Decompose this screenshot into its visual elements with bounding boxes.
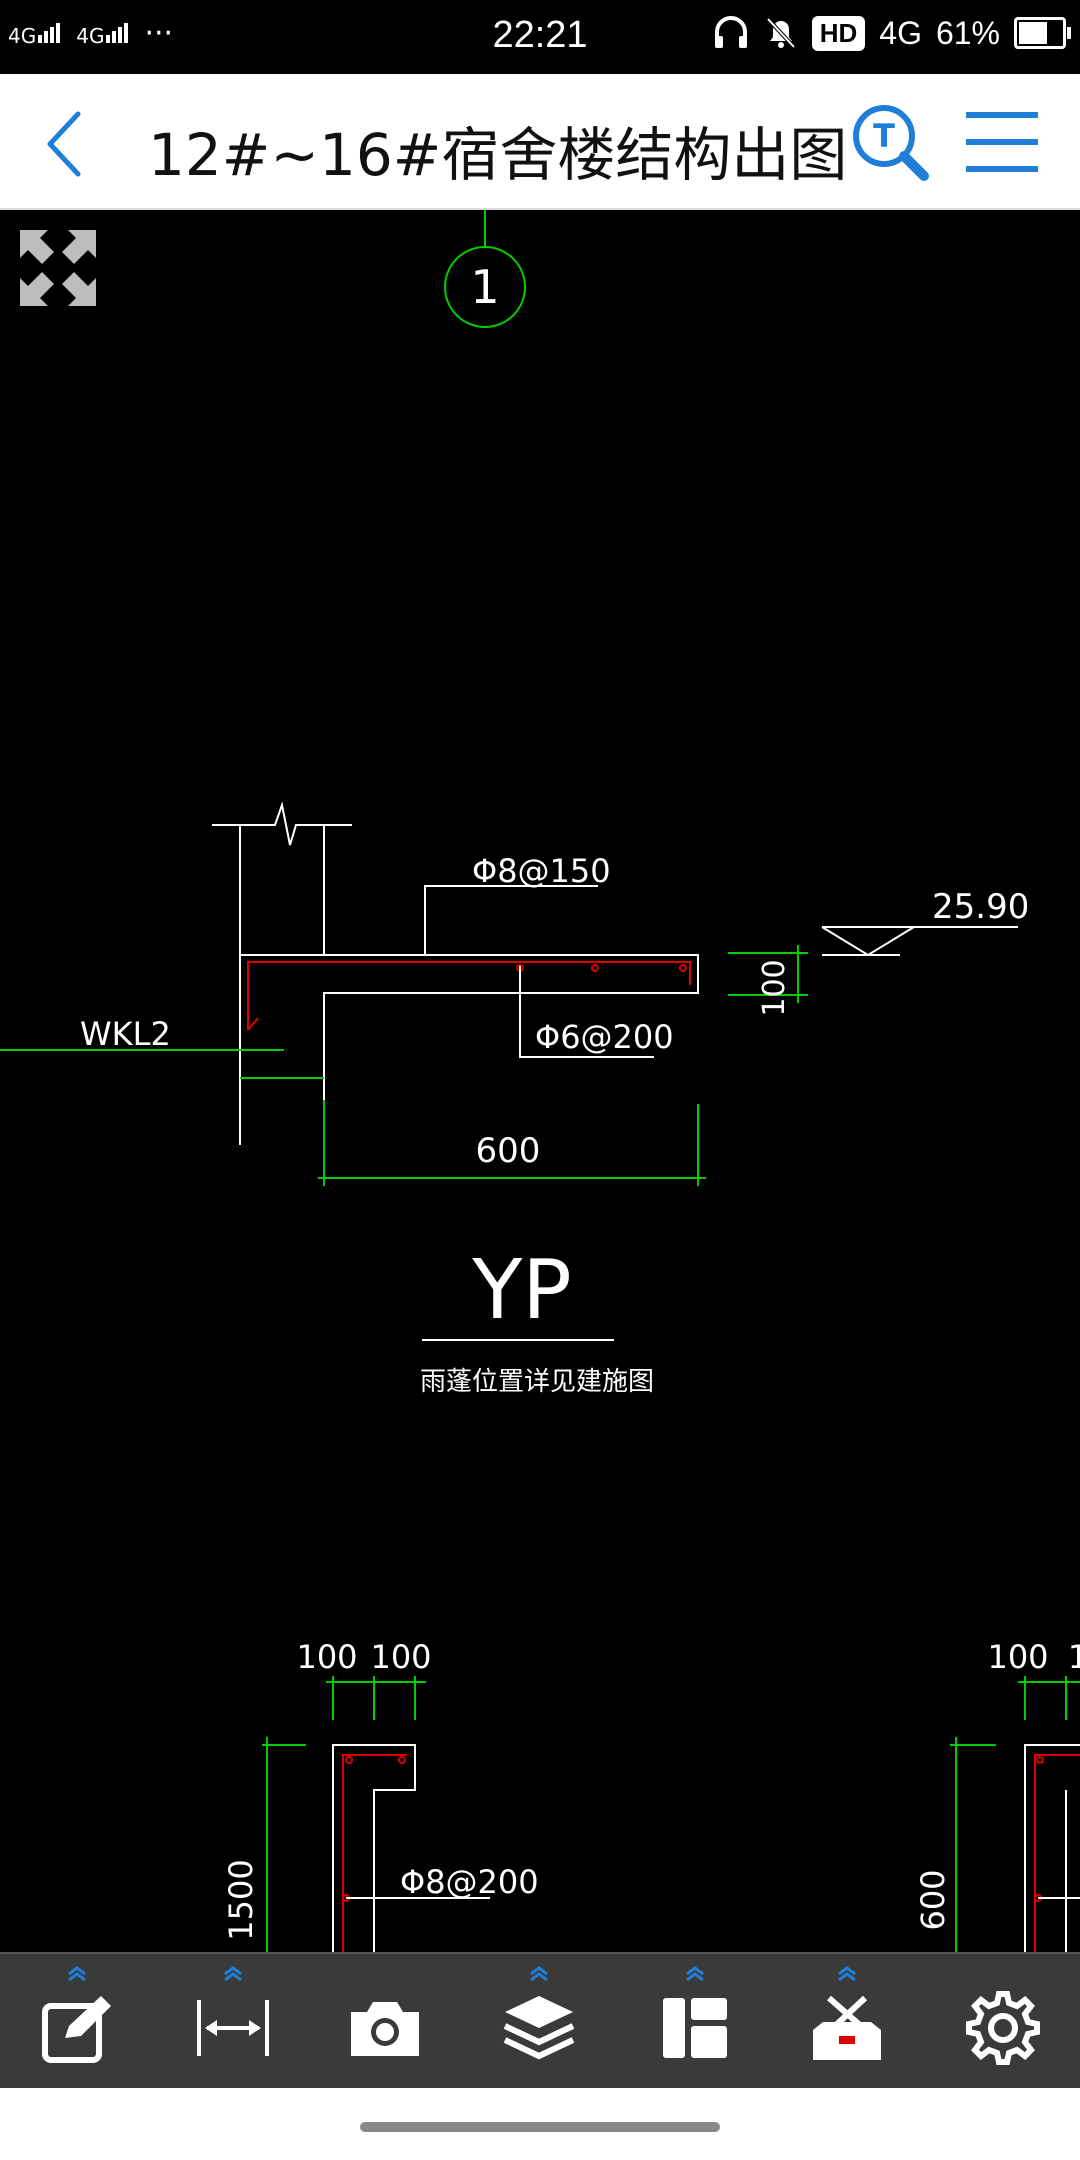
menu-icon[interactable]: [960, 104, 1044, 180]
svg-text:T: T: [873, 117, 895, 155]
edit-tool[interactable]: [22, 1964, 132, 2084]
measure-tool[interactable]: [178, 1964, 288, 2084]
text-search-icon[interactable]: T: [848, 100, 932, 184]
signal-1: 4G: [8, 19, 66, 48]
dim-label: 100: [296, 1638, 357, 1676]
settings-icon[interactable]: [965, 1990, 1041, 2066]
cad-drawing[interactable]: 1 Φ8@150 Φ6@200 25.90 100 WKL2: [0, 210, 1080, 1952]
layers-tool[interactable]: [484, 1964, 594, 2084]
home-indicator[interactable]: [360, 2122, 720, 2132]
height-label: 600: [914, 1869, 952, 1930]
battery-icon: [1014, 17, 1071, 49]
leader-line: [519, 966, 654, 1058]
signal-bars-icon: [38, 23, 61, 43]
thickness-label: 100: [757, 959, 792, 1016]
slab-outline: [240, 954, 699, 1100]
elevation-marker: [821, 926, 915, 957]
break-line: [212, 801, 352, 846]
hd-badge: HD: [811, 15, 866, 51]
grid-bubble: [444, 246, 526, 328]
beam-label: WKL2: [80, 1015, 171, 1053]
expand-up-icon[interactable]: [835, 1964, 859, 1982]
toolbox-tool[interactable]: [792, 1964, 902, 2084]
layout-tool[interactable]: [640, 1964, 750, 2084]
fullscreen-icon[interactable]: [14, 224, 102, 312]
grid-bubble-label: 1: [470, 260, 499, 314]
mute-bell-icon: [766, 17, 796, 49]
signal-bars-icon: [106, 23, 129, 43]
camera-tool[interactable]: [330, 1964, 440, 2084]
dim-label: 100: [370, 1638, 431, 1676]
layers-icon[interactable]: [501, 1990, 577, 2066]
detail-title: YP: [471, 1243, 572, 1338]
wall-section: [1024, 1744, 1080, 1952]
settings-tool[interactable]: [948, 1964, 1058, 2084]
height-label: 1500: [222, 1859, 260, 1940]
measure-icon[interactable]: [195, 1990, 271, 2066]
status-more: ···: [144, 16, 174, 51]
status-bar: 4G 4G ··· 22:21 HD 4G 61%: [0, 0, 1080, 74]
layout-icon[interactable]: [657, 1990, 733, 2066]
back-arrow-icon[interactable]: [28, 102, 108, 182]
battery-percent: 61%: [935, 14, 1000, 51]
expand-up-icon[interactable]: [221, 1964, 245, 1982]
bottom-toolbar: [0, 1952, 1080, 2090]
leader-line: [424, 885, 598, 955]
rebar-bottom-label: Φ6@200: [535, 1018, 674, 1056]
camera-icon[interactable]: [347, 1990, 423, 2066]
status-time: 22:21: [492, 14, 588, 56]
elevation-label: 25.90: [932, 887, 1029, 927]
edit-icon[interactable]: [39, 1990, 115, 2066]
detail-note: 雨蓬位置详见建施图: [420, 1367, 654, 1397]
status-left: 4G 4G ···: [8, 16, 173, 51]
width-dim-label: 600: [476, 1131, 541, 1171]
page-title: 12#~16#宿舍楼结构出图: [148, 121, 848, 189]
expand-up-icon[interactable]: [527, 1964, 551, 1982]
system-nav-bar: [0, 2088, 1080, 2160]
wall-section: [332, 1744, 416, 1952]
headphones-icon: [714, 16, 747, 48]
cad-drawing-canvas[interactable]: 1 Φ8@150 Φ6@200 25.90 100 WKL2: [0, 210, 1080, 1952]
rebar-top-label: Φ8@150: [472, 852, 611, 890]
signal-2: 4G: [76, 19, 134, 48]
title-bar: 12#~16#宿舍楼结构出图 T: [0, 74, 1080, 210]
expand-up-icon[interactable]: [683, 1964, 707, 1982]
status-right: HD 4G 61%: [712, 14, 1071, 52]
rebar-lower-label: Φ8@200: [400, 1863, 539, 1901]
dim-label: 100: [987, 1638, 1048, 1676]
rebar-top: [247, 961, 691, 1030]
expand-up-icon[interactable]: [65, 1964, 89, 1982]
dim-label: 1: [1068, 1638, 1080, 1676]
network-type: 4G: [879, 14, 922, 51]
toolbox-icon[interactable]: [809, 1990, 885, 2066]
